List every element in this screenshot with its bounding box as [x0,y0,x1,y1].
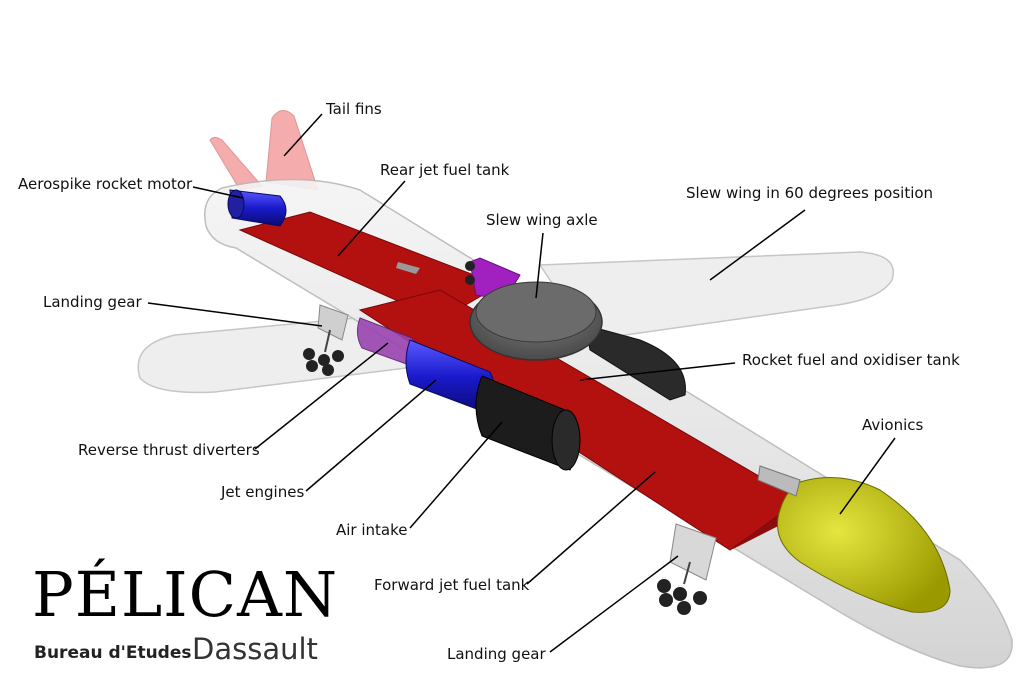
leader-slew-axle [535,232,544,299]
label-landing-gear-front: Landing gear [447,645,546,663]
leader-avionics [839,437,896,515]
leader-rear-tank [337,180,406,257]
logo-title: PÉLICAN [32,558,339,631]
label-rocket-fuel-tank: Rocket fuel and oxidiser tank [742,351,960,369]
tail-fin-right [265,110,319,191]
label-air-intake: Air intake [336,521,408,539]
leader-aerospike [192,186,244,199]
leader-forward-tank [526,471,656,585]
leader-reverse-thrust [254,342,389,450]
label-forward-jet-fuel-tank: Forward jet fuel tank [374,576,530,594]
leader-gear-front [549,555,679,653]
pelican-logo: PÉLICAN Bureau d'Etudes Dassault [10,548,350,680]
tail-fin-left [209,137,263,191]
label-reverse-thrust-diverters: Reverse thrust diverters [78,441,260,459]
landing-gear-front [657,523,717,615]
upper-wheels [396,261,475,285]
label-jet-engines: Jet engines [221,483,305,501]
leader-rocket-tank [579,362,736,381]
leader-air-intake [409,421,503,529]
label-landing-gear-rear: Landing gear [43,293,142,311]
slew-axle-top [475,281,597,343]
label-slew-wing: Slew wing in 60 degrees position [686,184,934,202]
label-slew-wing-axle: Slew wing axle [486,211,598,229]
avionics-module [777,477,951,613]
front-gear-bay [757,465,801,497]
logo-brand: Dassault [192,632,318,666]
slew-wing-right [538,251,894,341]
leader-tail-fins [283,113,323,157]
air-intake [475,375,581,471]
label-avionics: Avionics [862,416,924,434]
leader-jet-engines [305,379,437,492]
leader-slew-wing [709,209,806,281]
landing-gear-rear [303,304,349,376]
label-aerospike-rocket-motor: Aerospike rocket motor [18,175,193,193]
leader-lines [147,113,896,653]
label-rear-jet-fuel-tank: Rear jet fuel tank [380,161,510,179]
logo-subtitle: Bureau d'Etudes [34,643,192,663]
label-tail-fins: Tail fins [326,100,382,118]
leader-gear-rear [147,302,323,327]
